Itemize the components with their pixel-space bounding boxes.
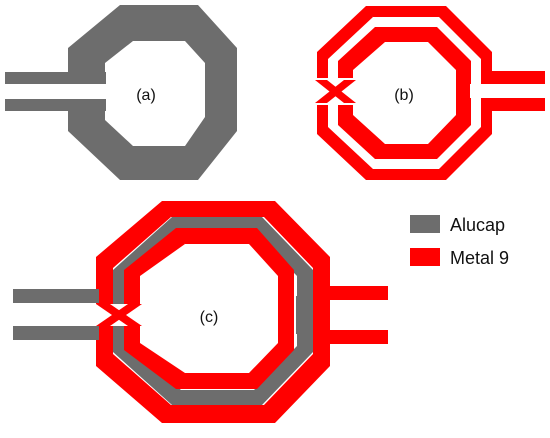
legend-label-alucap: Alucap: [450, 215, 505, 235]
panel-c-lead-left-bottom: [13, 326, 99, 340]
panel-a-gap: [60, 84, 106, 99]
panel-a-ring: [68, 5, 237, 180]
legend-swatch-alucap: [410, 215, 440, 233]
panel-b-lead-gap: [470, 84, 546, 98]
panel-c-crossover-2: [96, 304, 142, 326]
panel-a-lead-bottom: [5, 99, 106, 111]
legend-label-metal9: Metal 9: [450, 248, 509, 268]
panel-b-label: (b): [394, 87, 414, 104]
panel-c-lead-right-top: [326, 286, 388, 300]
panel-c-label: (c): [200, 309, 219, 326]
panel-b-lead-bottom: [488, 98, 545, 111]
panel-c-lead-left-top: [13, 289, 99, 303]
panel-b-lead-top: [488, 71, 545, 84]
panel-c-lead-right-bottom: [326, 330, 388, 344]
legend: Alucap Metal 9: [410, 215, 509, 268]
legend-swatch-metal9: [410, 248, 440, 266]
panel-a: (a): [5, 5, 237, 180]
panel-a-label: (a): [136, 87, 156, 104]
panel-b: (b): [312, 6, 546, 180]
panel-c: (c): [13, 201, 388, 423]
panel-a-lead-top: [5, 72, 106, 84]
panel-b-crossover-2: [315, 80, 356, 103]
